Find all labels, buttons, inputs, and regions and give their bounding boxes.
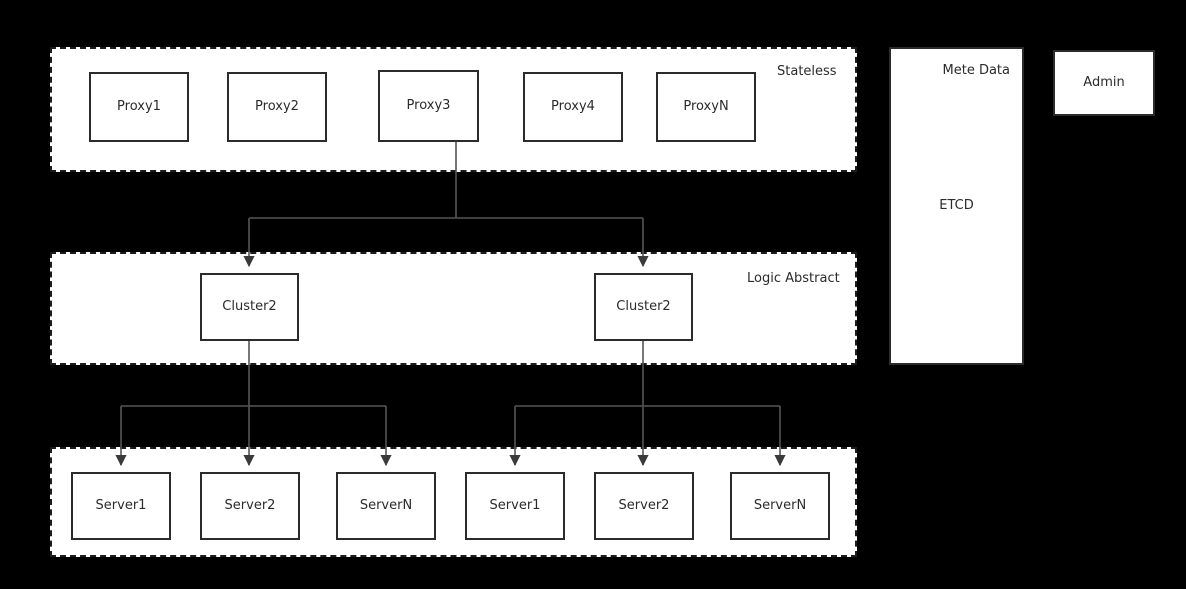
node-server-lN[interactable]: ServerN [336,472,436,540]
node-server-r2[interactable]: Server2 [594,472,694,540]
node-server-r1[interactable]: Server1 [465,472,565,540]
node-proxy2[interactable]: Proxy2 [227,72,327,142]
panel-meta-data-title: Mete Data [942,63,1010,78]
group-stateless-label: Stateless [777,64,837,79]
node-proxy4[interactable]: Proxy4 [523,72,623,142]
group-servers [50,447,857,557]
group-logic-abstract [50,252,857,365]
node-cluster-left[interactable]: Cluster2 [200,273,299,341]
node-server-rN[interactable]: ServerN [730,472,830,540]
panel-meta-data-body: ETCD [939,198,974,213]
node-proxyN[interactable]: ProxyN [656,72,756,142]
node-cluster-right[interactable]: Cluster2 [594,273,693,341]
node-admin[interactable]: Admin [1053,50,1155,116]
node-proxy3[interactable]: Proxy3 [378,70,479,142]
node-proxy1[interactable]: Proxy1 [89,72,189,142]
group-logic-abstract-label: Logic Abstract [747,271,840,286]
panel-meta-data: Mete Data ETCD [889,47,1024,365]
node-server-l2[interactable]: Server2 [200,472,300,540]
node-server-l1[interactable]: Server1 [71,472,171,540]
